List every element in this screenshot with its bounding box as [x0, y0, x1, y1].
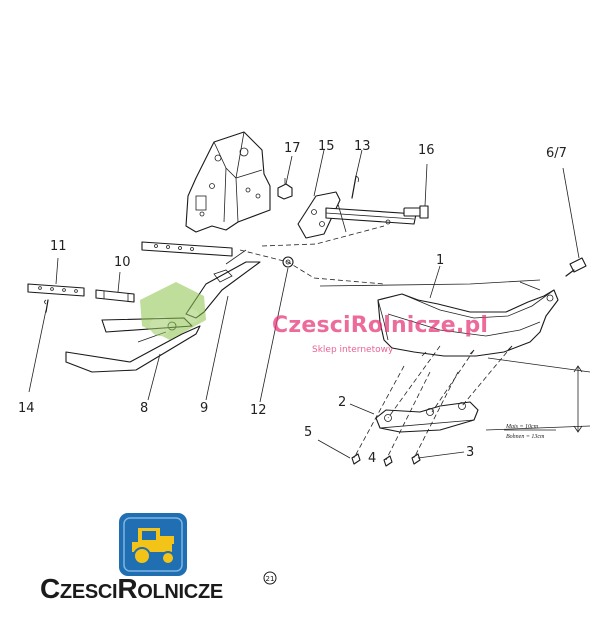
skid-2 — [375, 401, 479, 433]
svg-text:21: 21 — [266, 575, 275, 583]
logo-mark: 21 — [263, 571, 277, 585]
shield-body-1 — [377, 281, 559, 357]
label-16: 16 — [418, 143, 435, 158]
watermark-text: CzesciRolnicze.pl — [272, 313, 489, 338]
label-17: 17 — [284, 141, 301, 156]
rod-tube-upper — [141, 241, 233, 257]
tractor-icon — [132, 528, 175, 565]
logo-badge — [119, 513, 187, 576]
hitch-plate-15 — [297, 191, 417, 239]
label-14: 14 — [18, 401, 35, 416]
bolt-6-7 — [562, 167, 587, 277]
bolt-16 — [403, 163, 429, 219]
construction-lines — [239, 225, 591, 461]
watermark-subtext: Sklep internetowy — [312, 345, 394, 355]
label-13: 13 — [354, 139, 371, 154]
leader-lines — [28, 149, 465, 459]
bolt-3 — [411, 453, 421, 465]
label-8: 8 — [140, 401, 148, 416]
watermark-tractor-icon — [140, 282, 206, 340]
part-labels: 1 2 3 4 5 6/7 8 9 10 11 12 13 14 15 16 1… — [18, 139, 567, 466]
label-6-7: 6/7 — [546, 146, 567, 161]
annotation-bohnen: Bohnen = 13cm — [506, 434, 545, 440]
label-5: 5 — [304, 425, 312, 440]
bolt-4 — [383, 455, 393, 467]
label-15: 15 — [318, 139, 335, 154]
tube-10 — [95, 289, 135, 303]
brand-name: CzesciRolnicze — [40, 573, 223, 604]
label-2: 2 — [338, 395, 346, 410]
pin-14 — [44, 299, 49, 313]
label-3: 3 — [466, 445, 474, 460]
label-4: 4 — [368, 451, 376, 466]
pin-13 — [351, 175, 360, 199]
dimension-annotations: Mais = 10cm Bohnen = 13cm — [504, 424, 556, 440]
label-10: 10 — [114, 255, 131, 270]
label-9: 9 — [200, 401, 208, 416]
nut-17 — [277, 178, 293, 200]
bolt-5 — [351, 453, 361, 465]
mounting-bracket — [185, 131, 271, 233]
label-11: 11 — [50, 239, 67, 254]
label-12: 12 — [250, 403, 267, 418]
annotation-mais: Mais = 10cm — [505, 424, 539, 430]
label-1: 1 — [436, 253, 444, 268]
tube-11 — [27, 283, 85, 297]
